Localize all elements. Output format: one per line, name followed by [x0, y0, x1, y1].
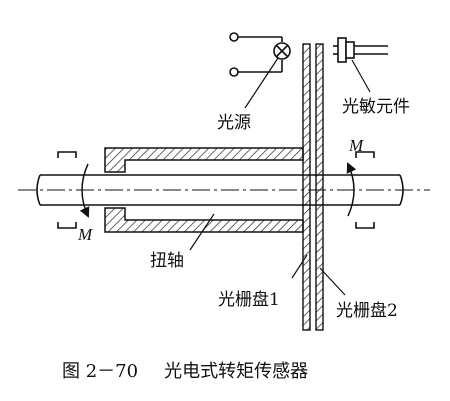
torque-symbol-left: M: [78, 225, 93, 244]
photo-element-icon: [333, 37, 388, 63]
grating-disk-2-label: 光栅盘2: [336, 301, 398, 321]
shaft-label: 扭轴: [150, 251, 184, 271]
sleeve: [104, 147, 304, 233]
figure-number: 图 2－70: [62, 361, 139, 382]
grating-disk-1-label: 光栅盘1: [218, 290, 280, 310]
light-source-circuit: [229, 32, 283, 77]
light-source-label: 光源: [217, 113, 251, 133]
figure-title: 光电式转矩传感器: [164, 361, 309, 382]
torque-arrow-right: [346, 162, 357, 217]
grating-disk-2: [315, 43, 324, 331]
torque-arrow-left: [79, 163, 90, 218]
lamp-icon: [273, 42, 291, 60]
photo-element-label: 光敏元件: [342, 97, 410, 117]
figure-caption: 图 2－70 光电式转矩传感器: [62, 357, 308, 383]
bearing-left: [57, 151, 77, 229]
leader-lines: [189, 57, 371, 296]
grating-disk-1: [302, 43, 311, 331]
torque-symbol-right: M: [349, 136, 364, 155]
bearing-right: [355, 151, 375, 229]
